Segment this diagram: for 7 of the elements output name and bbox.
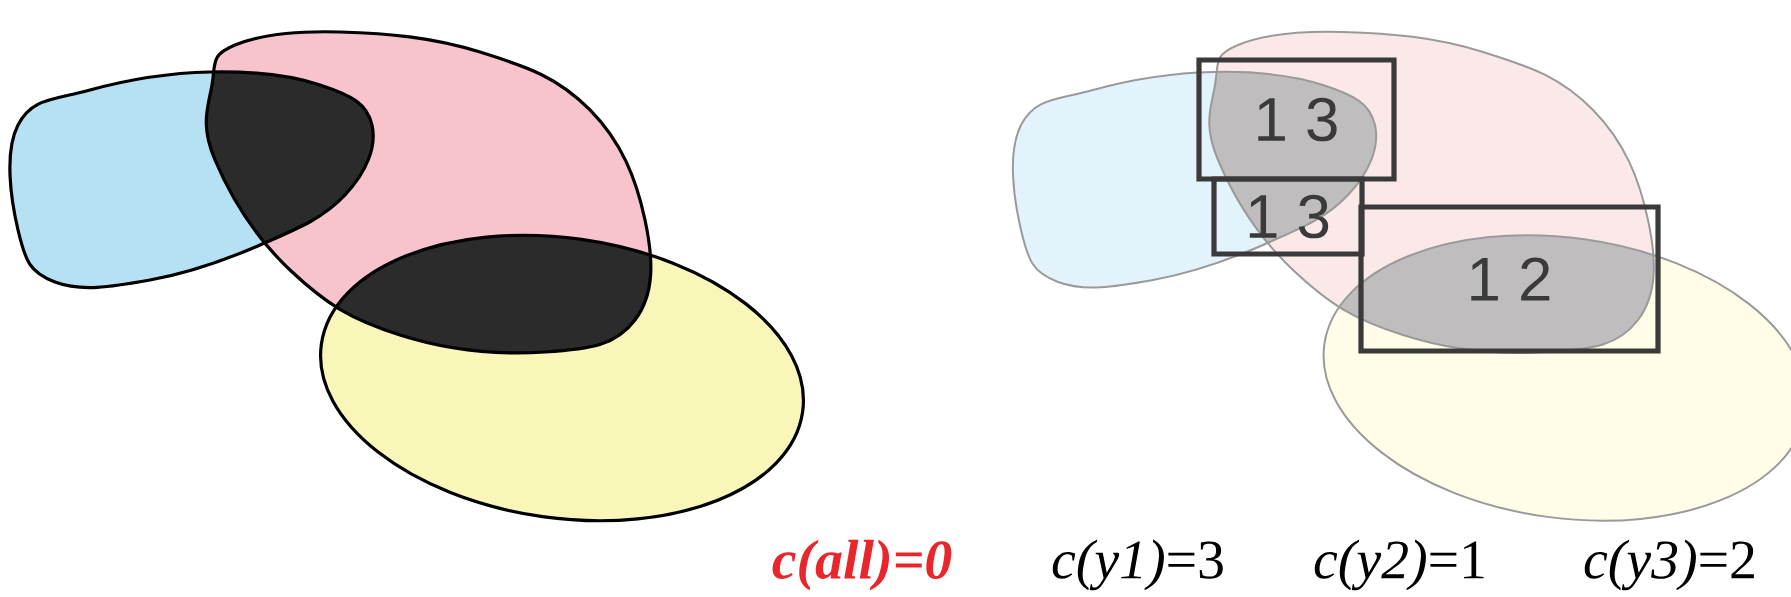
highlighted-formula: c(all)=0 (772, 539, 952, 591)
count-box: 1 2 (1358, 204, 1661, 354)
formula-label: c(y2)=1 (1314, 539, 1484, 591)
formula-label: c(y1)=3 (1052, 539, 1223, 591)
count-box: 1 3 (1196, 57, 1397, 182)
formula-label: c(y3)=2 (1584, 539, 1754, 591)
count-box: 1 3 (1211, 176, 1365, 257)
